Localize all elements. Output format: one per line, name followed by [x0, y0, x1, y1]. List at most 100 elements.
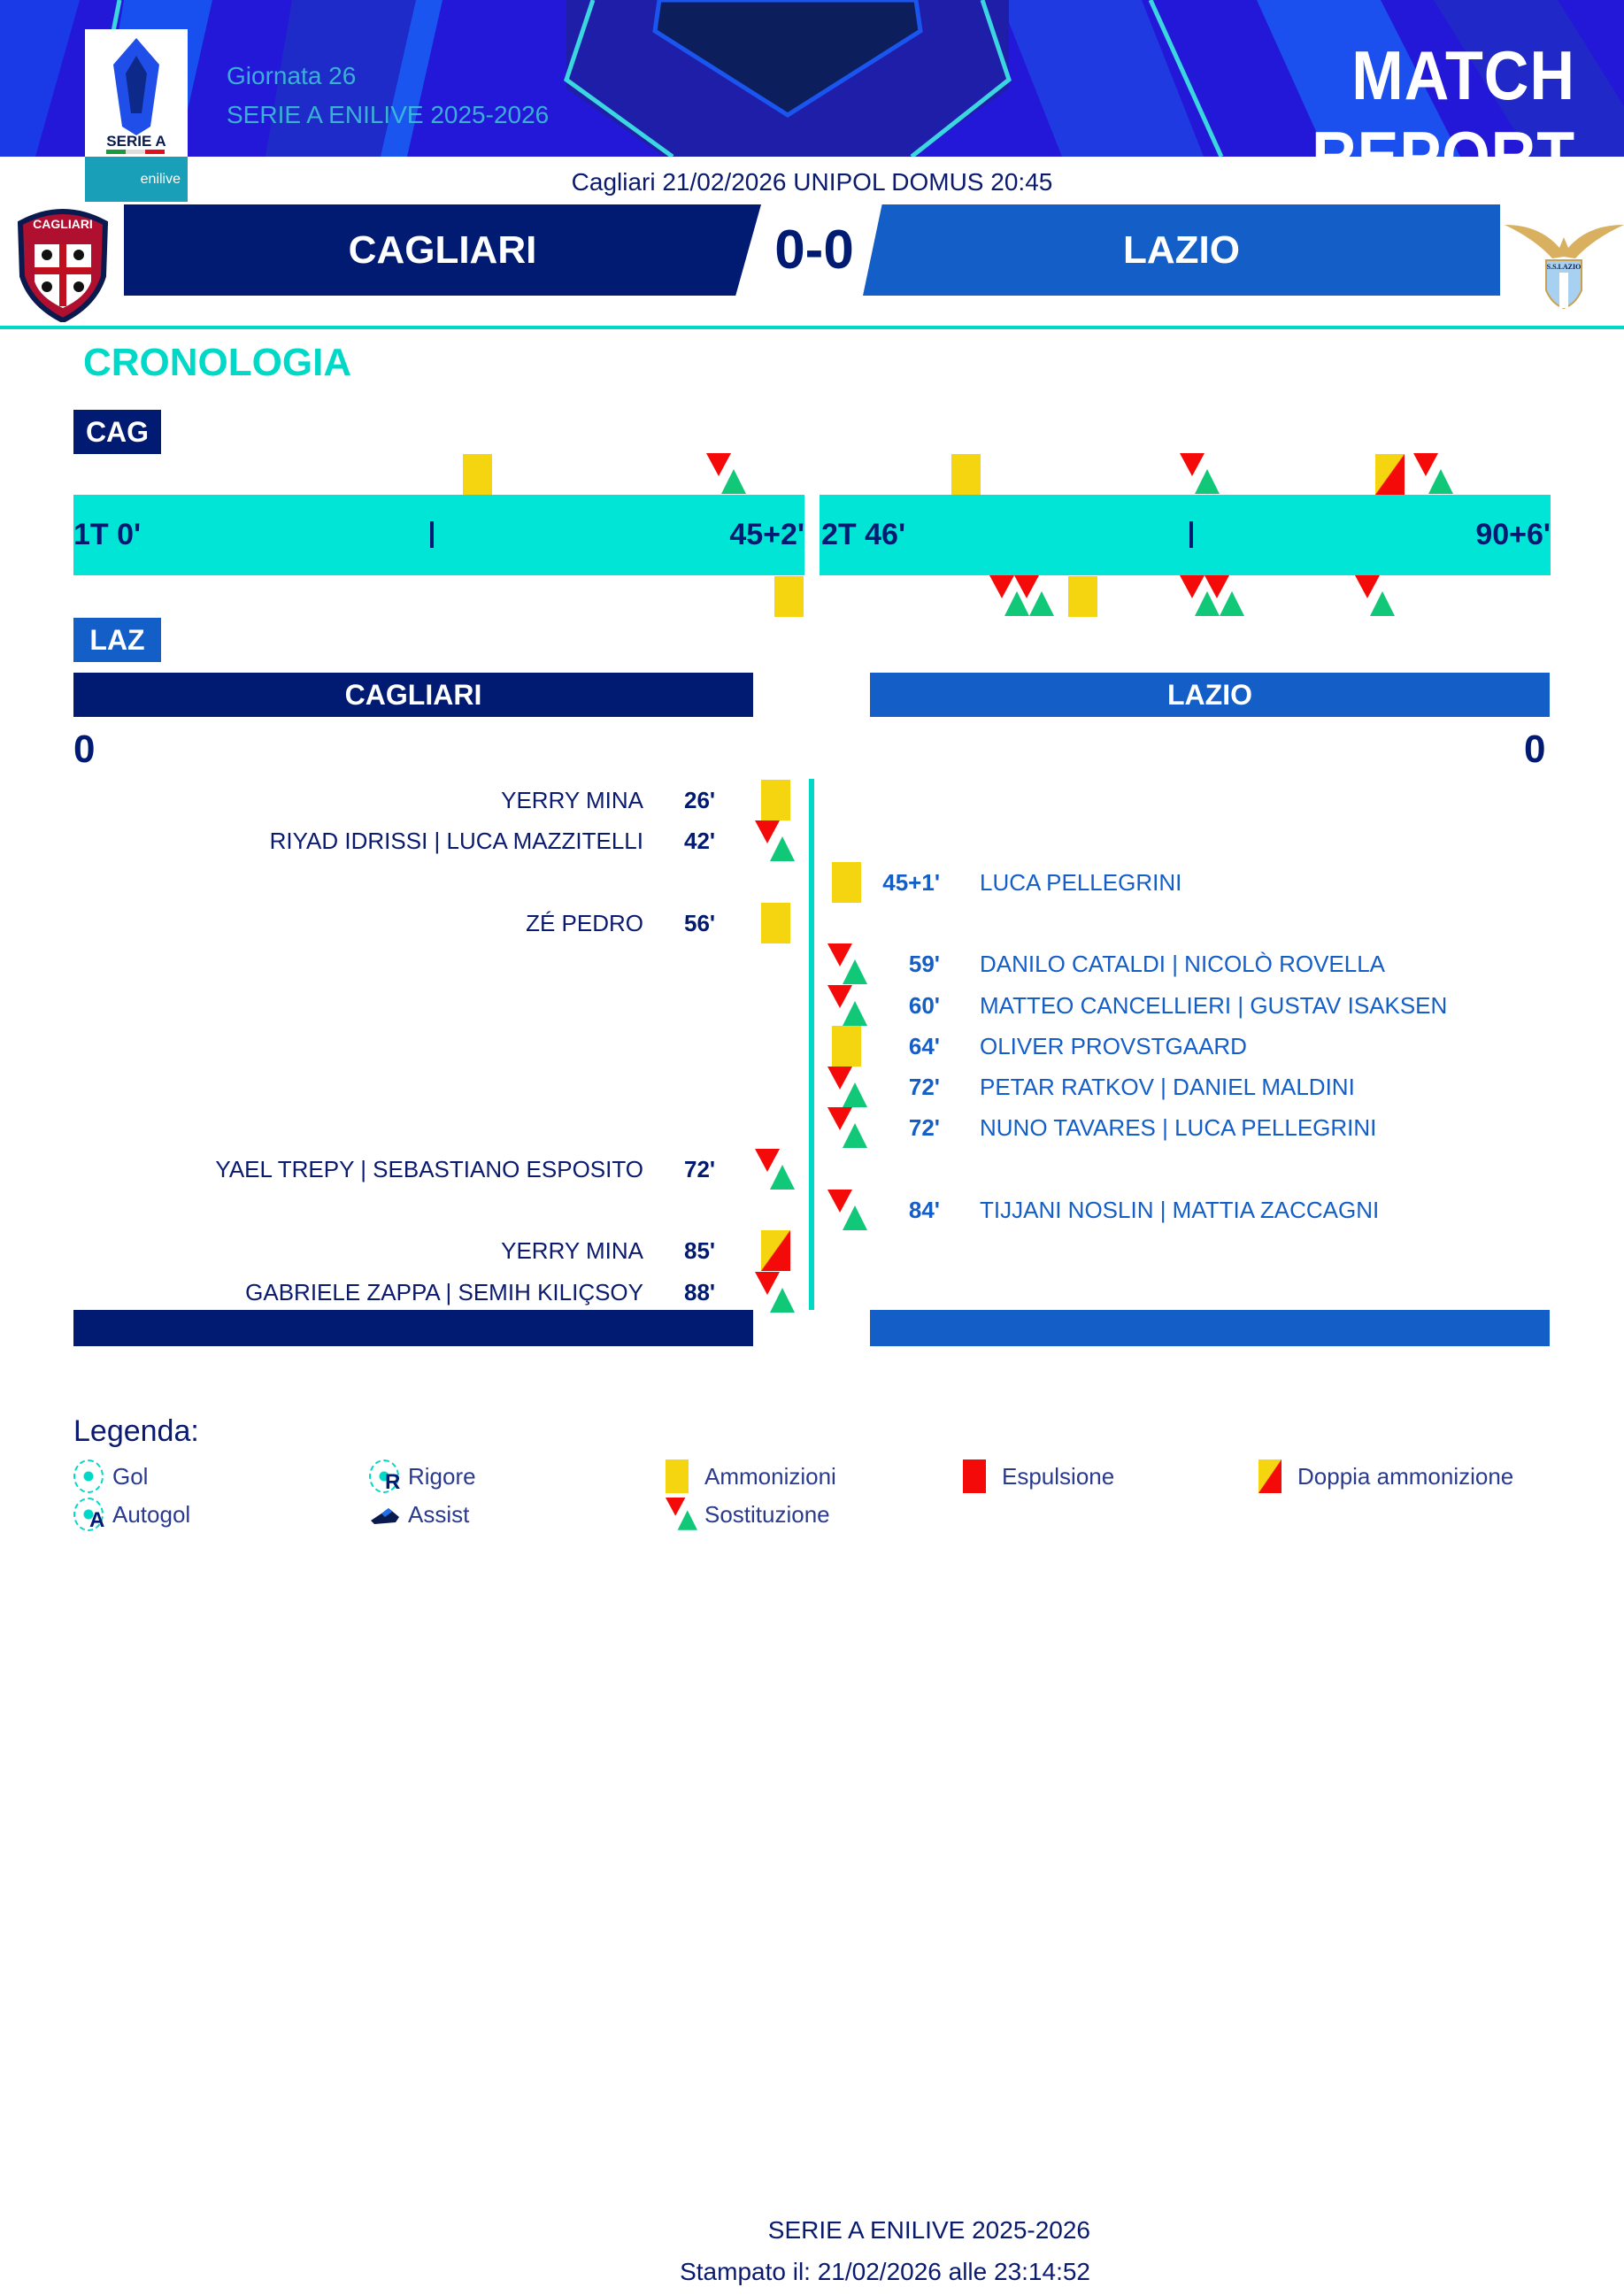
serie-a-logo-text: SERIE A — [106, 133, 165, 150]
yellow-card-icon — [832, 861, 861, 903]
first-half-end-label: 45+2' — [729, 518, 804, 551]
substitution-icon — [827, 1067, 868, 1108]
serie-a-logo: SERIE A — [85, 29, 188, 157]
legend-item: Doppia ammonizione — [1258, 1459, 1513, 1494]
event-players: NUNO TAVARES | LUCA PELLEGRINI — [980, 1114, 1377, 1142]
player-in-arrow — [1194, 469, 1220, 494]
yellow-card-icon — [832, 1025, 861, 1067]
substitution-icon — [1354, 575, 1396, 616]
substitution-icon — [1204, 575, 1245, 616]
timeline-mid-tick — [430, 521, 434, 548]
event-minute: 45+1' — [882, 868, 940, 896]
home-team-banner: CAGLIARI — [124, 204, 761, 296]
substitution-icon — [706, 453, 747, 494]
yellow-card-icon — [666, 1459, 689, 1493]
events-center-line — [809, 779, 814, 1310]
substitution-icon — [1412, 453, 1454, 494]
away-goals: 0 — [1524, 728, 1546, 771]
yellow-card-icon — [951, 454, 981, 495]
event-minute: 72' — [684, 1155, 716, 1182]
double-yellow-card-icon — [1258, 1459, 1281, 1493]
event-minute: 72' — [908, 1074, 940, 1101]
substitution-icon — [827, 1107, 868, 1149]
substitution-icon — [666, 1498, 698, 1530]
second-half-end-label: 90+6' — [1475, 518, 1551, 551]
event-minute: 59' — [908, 951, 940, 978]
legend-label: Assist — [408, 1500, 470, 1528]
legend-label: Doppia ammonizione — [1297, 1462, 1514, 1490]
first-half-start-label: 1T 0' — [73, 518, 142, 551]
event-row: MATTEO CANCELLIERI | GUSTAV ISAKSEN 60' — [0, 984, 1624, 1026]
substitution-icon — [666, 1498, 699, 1531]
event-row: NUNO TAVARES | LUCA PELLEGRINI 72' — [0, 1107, 1624, 1149]
event-players: YERRY MINA — [501, 787, 643, 813]
penalty-ball-icon: R — [369, 1459, 403, 1494]
home-events-footer — [73, 1310, 753, 1346]
final-score: 0-0 — [774, 219, 854, 281]
home-team-name: CAGLIARI — [348, 228, 537, 272]
sponsor-logo: enilive — [85, 157, 188, 202]
round-label: Giornata 26 — [227, 62, 357, 89]
player-in-arrow — [1219, 591, 1244, 616]
event-minute: 85' — [684, 1237, 716, 1265]
red-card-icon — [963, 1459, 997, 1493]
player-in-arrow — [721, 469, 747, 494]
away-team-name: LAZIO — [1123, 228, 1240, 272]
double-yellow-icon — [1258, 1459, 1292, 1493]
event-minute: 60' — [908, 991, 940, 1019]
lazio-crest: S.S.LAZIO — [1505, 225, 1624, 310]
event-players: ZÉ PEDRO — [526, 909, 643, 936]
away-events-footer — [870, 1310, 1550, 1346]
red-card-icon — [963, 1459, 986, 1493]
substitution-icon — [827, 984, 868, 1026]
yellow-card-icon — [761, 780, 790, 820]
event-minute: 88' — [684, 1278, 716, 1305]
home-short-badge: CAG — [73, 410, 161, 454]
footer-competition: SERIE A ENILIVE 2025-2026 — [767, 2216, 1090, 2244]
event-minute: 26' — [684, 787, 716, 813]
event-players: RIYAD IDRISSI | LUCA MAZZITELLI — [269, 828, 643, 855]
legend-item: Espulsione — [963, 1459, 1114, 1494]
substitution-icon — [1013, 575, 1055, 616]
venue-date-line: Cagliari 21/02/2026 UNIPOL DOMUS 20:45 — [571, 168, 1053, 196]
legend-label: Espulsione — [1002, 1462, 1115, 1490]
player-in-arrow — [843, 1123, 867, 1149]
event-minute: 84' — [908, 1197, 940, 1223]
legend-label: Rigore — [408, 1462, 476, 1490]
page-title: MATCH REPORT — [1312, 36, 1575, 195]
cagliari-crest: CAGLIARI — [17, 209, 109, 322]
player-in-arrow — [677, 1510, 697, 1530]
legend-item: Assist — [369, 1497, 469, 1532]
second-half-start-label: 2T 46' — [821, 518, 906, 551]
event-minute: 72' — [908, 1114, 940, 1142]
event-row: RIYAD IDRISSI | LUCA MAZZITELLI 42' — [0, 820, 1624, 862]
legend-label: Gol — [112, 1462, 149, 1490]
away-team-banner: LAZIO — [863, 204, 1500, 296]
section-title: CRONOLOGIA — [83, 341, 352, 384]
timeline-first-half: 1T 0' 45+2' — [73, 495, 804, 575]
player-in-arrow — [843, 1082, 867, 1108]
event-row: PETAR RATKOV | DANIEL MALDINI 72' — [0, 1067, 1624, 1108]
substitution-icon — [755, 1148, 796, 1190]
legend-item: Sostituzione — [666, 1497, 830, 1532]
yellow-card-icon — [761, 902, 790, 943]
substitution-icon — [755, 1271, 796, 1313]
event-minute: 42' — [684, 828, 716, 855]
player-in-arrow — [770, 1287, 795, 1313]
event-players: MATTEO CANCELLIERI | GUSTAV ISAKSEN — [980, 991, 1448, 1019]
event-row: YERRY MINA 26' — [0, 780, 1624, 820]
event-players: PETAR RATKOV | DANIEL MALDINI — [980, 1074, 1355, 1101]
event-players: DANILO CATALDI | NICOLÒ ROVELLA — [980, 951, 1386, 978]
competition-label: SERIE A ENILIVE 2025-2026 — [227, 101, 550, 128]
substitution-icon — [827, 943, 868, 985]
legend-item: Gol — [73, 1459, 148, 1494]
player-in-arrow — [1028, 591, 1054, 616]
timeline-mid-tick — [1189, 521, 1193, 548]
home-events-header: CAGLIARI — [73, 673, 753, 717]
